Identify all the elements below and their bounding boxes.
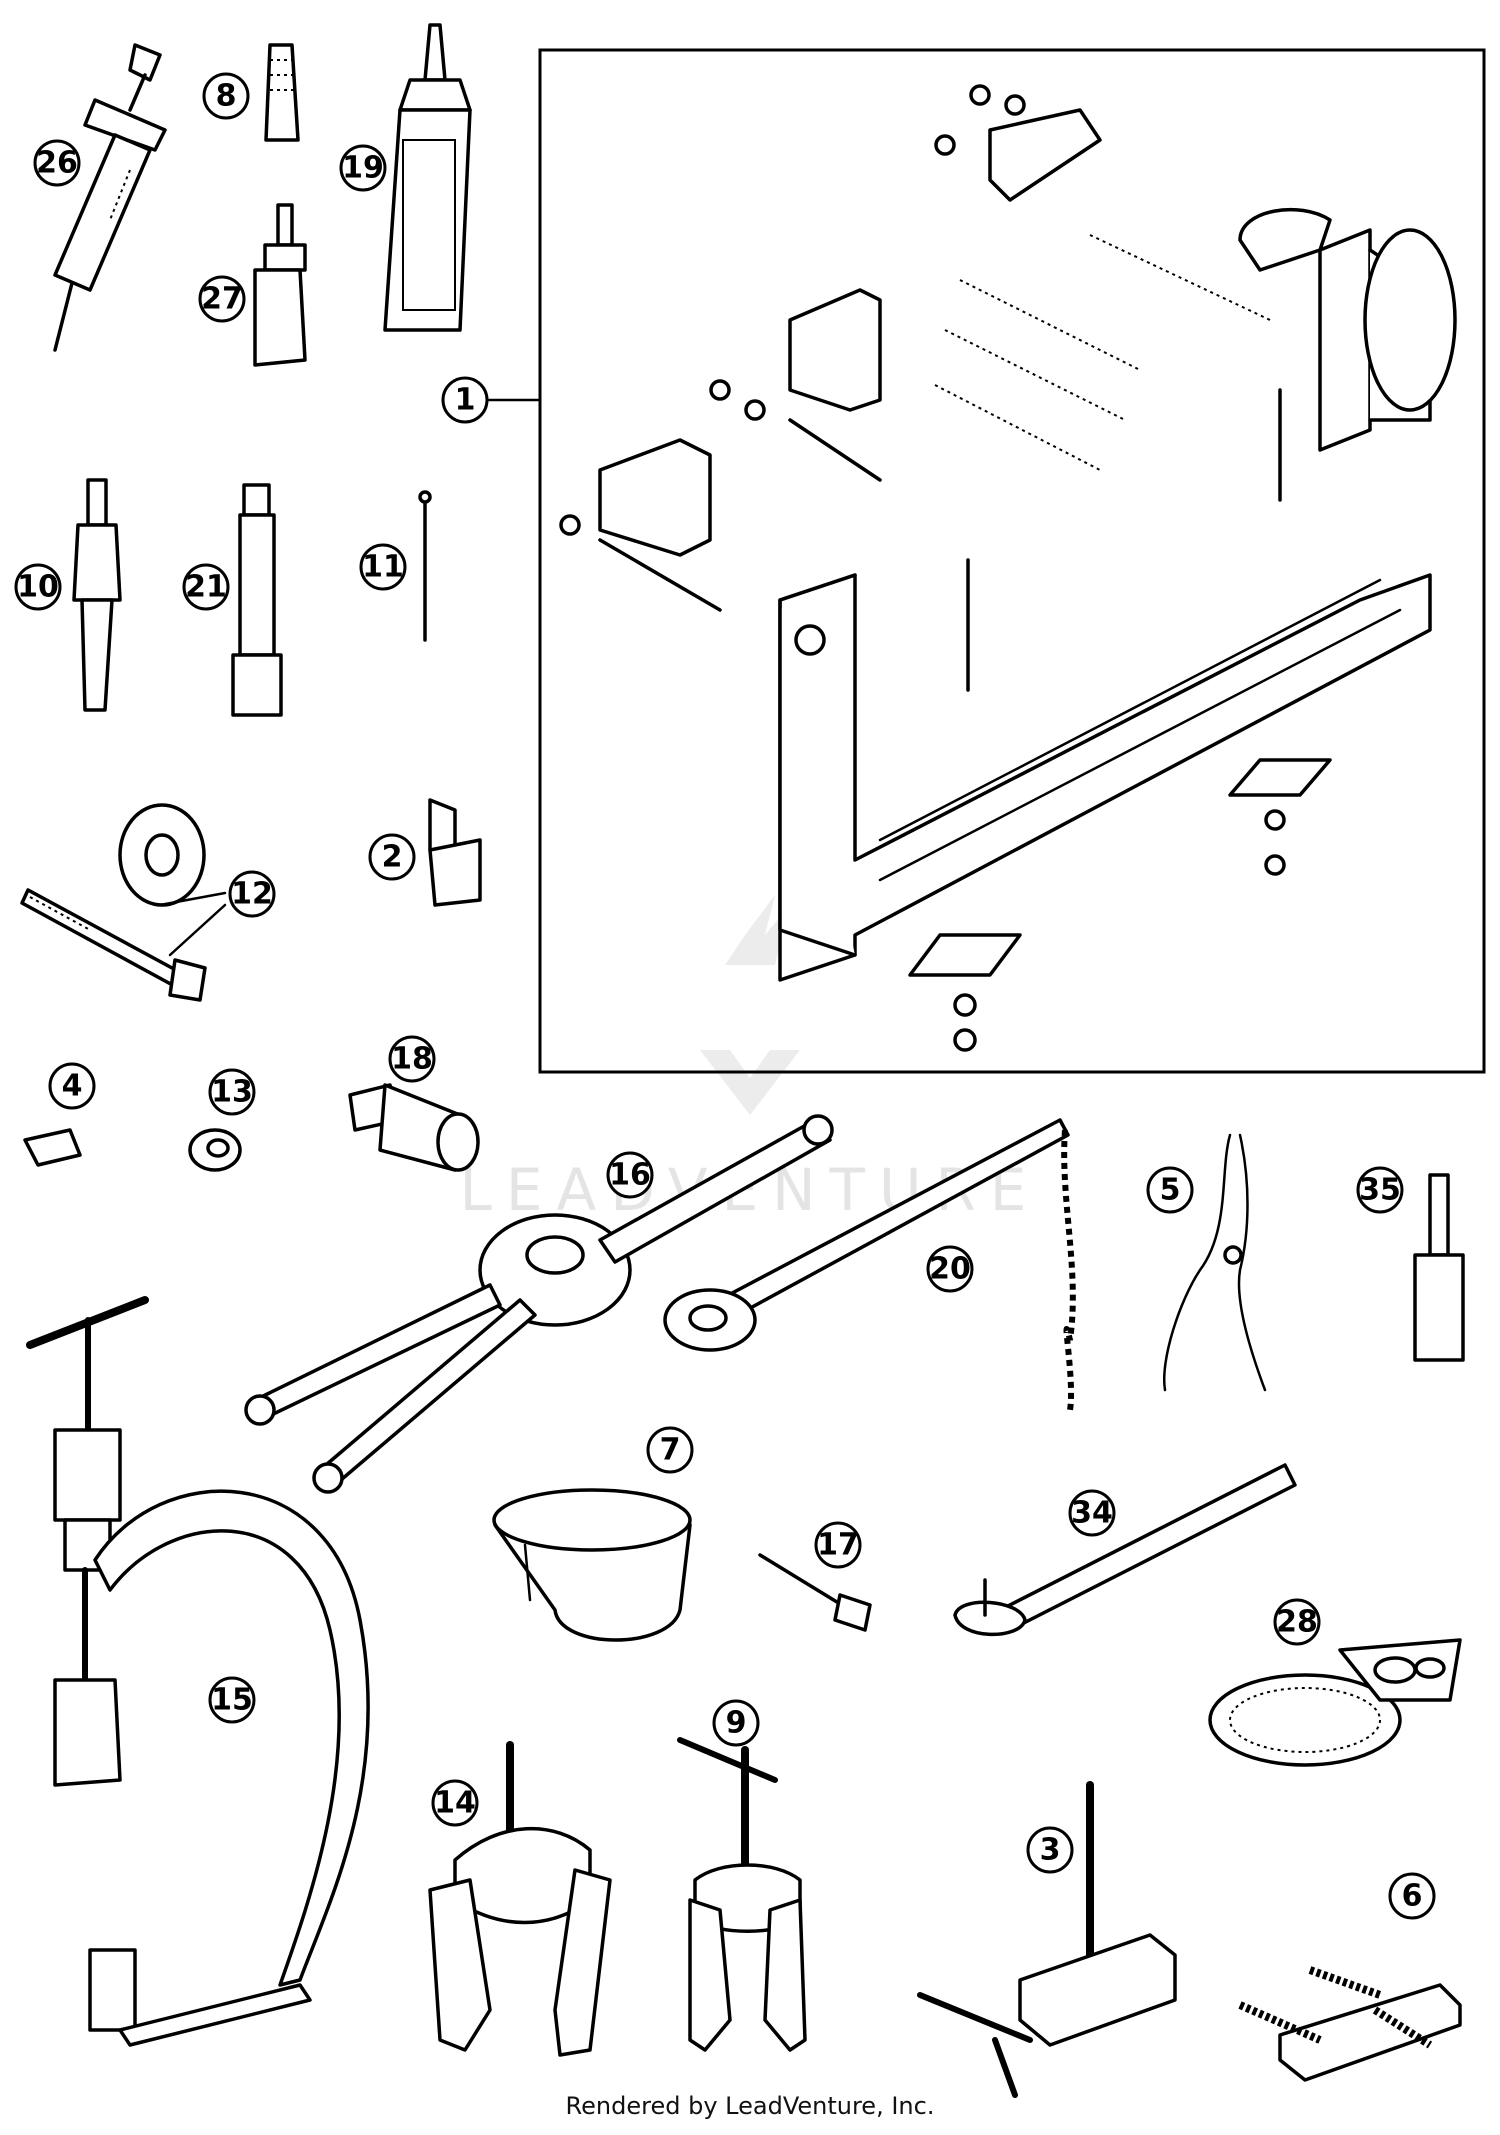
callout-15: 15: [208, 1676, 256, 1724]
part-10-puller: [72, 478, 122, 712]
callout-35: 35: [1356, 1166, 1404, 1214]
callout-13: 13: [208, 1068, 256, 1116]
callout-9: 9: [712, 1699, 760, 1747]
callout-21-label: 21: [185, 570, 227, 605]
callout-6-label: 6: [1402, 1879, 1423, 1914]
part-3-crankshaft-tool: [917, 1781, 1177, 2098]
callout-3-label: 3: [1040, 1833, 1061, 1868]
callout-1: 1: [441, 376, 489, 424]
callout-3: 3: [1026, 1826, 1074, 1874]
part-28-clutch-holder: [1208, 1638, 1462, 1767]
callout-12: 12: [228, 870, 276, 918]
part-21-extension: [231, 483, 283, 717]
callout-19-label: 19: [342, 151, 384, 186]
callout-16: 16: [606, 1151, 654, 1199]
callout-5-label: 5: [1160, 1173, 1181, 1208]
callout-16-label: 16: [609, 1158, 651, 1193]
part-20-chain-wrench: [663, 1118, 1076, 1411]
callout-19: 19: [339, 144, 387, 192]
part-12-bolt-bushing: [20, 803, 227, 1002]
part-8-insert: [264, 43, 300, 142]
part-7-ring-compressor: [492, 1488, 692, 1642]
callout-27-label: 27: [201, 282, 243, 317]
part-4-cone: [23, 1128, 82, 1167]
callout-10: 10: [14, 563, 62, 611]
part-34-spanner: [953, 1463, 1297, 1637]
callout-12-label: 12: [231, 877, 273, 912]
callout-18-label: 18: [391, 1042, 433, 1077]
callout-28-label: 28: [1276, 1605, 1318, 1640]
part-6-holding-bar: [1238, 1966, 1462, 2082]
callout-14-label: 14: [434, 1786, 476, 1821]
callout-26-label: 26: [36, 146, 78, 181]
callout-20-label: 20: [929, 1252, 971, 1287]
callout-6: 6: [1388, 1872, 1436, 1920]
callout-26: 26: [33, 139, 81, 187]
callout-9-label: 9: [726, 1706, 747, 1741]
callout-20: 20: [926, 1245, 974, 1293]
callout-15-label: 15: [211, 1683, 253, 1718]
callout-1-label: 1: [455, 383, 476, 418]
part-19-sealant-tube: [383, 23, 472, 332]
part-17-pin: [758, 1553, 872, 1632]
callout-27: 27: [198, 275, 246, 323]
callout-4-label: 4: [62, 1069, 83, 1104]
callout-7: 7: [646, 1426, 694, 1474]
callout-7-label: 7: [660, 1433, 681, 1468]
callout-13-label: 13: [211, 1075, 253, 1110]
part-11-pin: [418, 490, 432, 642]
part-9-puller: [677, 1737, 807, 2052]
callout-14: 14: [431, 1779, 479, 1827]
part-27-adhesive-bottle: [253, 203, 307, 367]
part-2-bracket: [428, 798, 482, 907]
callout-28: 28: [1273, 1598, 1321, 1646]
callout-34-label: 34: [1071, 1496, 1113, 1531]
part-5-circlip-pliers: [1163, 1133, 1267, 1392]
callout-5: 5: [1146, 1166, 1194, 1214]
part-35-mandrel: [1413, 1173, 1465, 1362]
part-26-syringe: [53, 43, 167, 352]
callout-17: 17: [814, 1521, 862, 1569]
callout-21: 21: [182, 563, 230, 611]
callout-11-label: 11: [362, 550, 404, 585]
callout-34: 34: [1068, 1489, 1116, 1537]
part-1-engine-stand: [484, 48, 1486, 1074]
part-15-valve-spring-compressor: [26, 1296, 370, 2047]
part-16-holding-tool: [244, 1114, 834, 1494]
callout-11: 11: [359, 543, 407, 591]
callout-35-label: 35: [1359, 1173, 1401, 1208]
part-18-adapter: [348, 1083, 480, 1172]
footer-credit: Rendered by LeadVenture, Inc.: [565, 2092, 935, 2120]
callout-2-label: 2: [382, 840, 403, 875]
callout-18: 18: [388, 1035, 436, 1083]
callout-10-label: 10: [17, 570, 59, 605]
part-14-puller: [428, 1741, 612, 2057]
callout-8: 8: [202, 72, 250, 120]
callout-8-label: 8: [216, 79, 237, 114]
callout-17-label: 17: [817, 1528, 859, 1563]
callout-2: 2: [368, 833, 416, 881]
callout-4: 4: [48, 1062, 96, 1110]
part-13-nut: [188, 1128, 242, 1172]
